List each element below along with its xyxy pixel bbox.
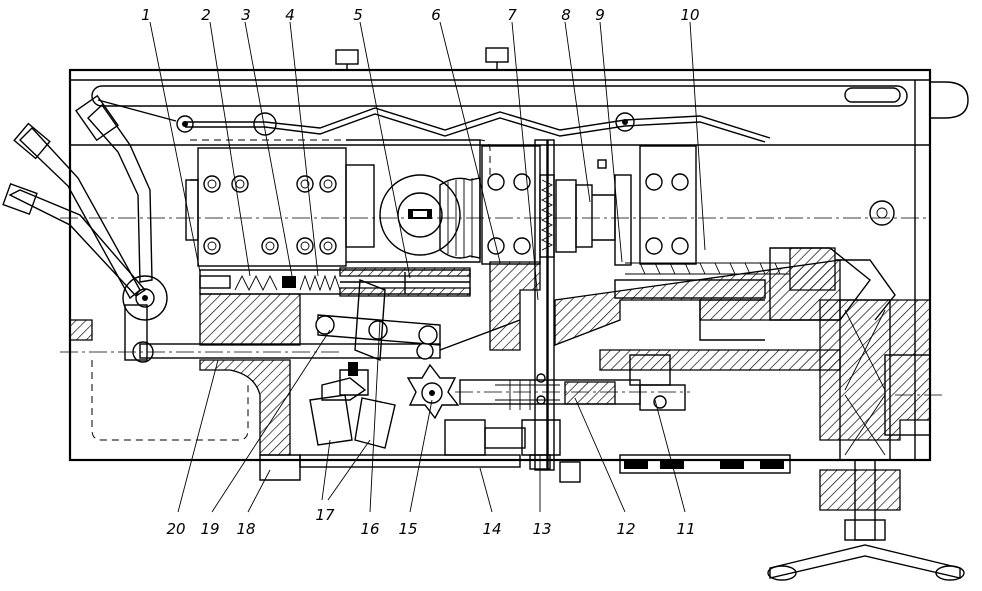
cam-pieces (309, 362, 396, 449)
star-wheel (406, 363, 460, 420)
clutch-bellows (439, 145, 697, 266)
callout-17: 17 (315, 506, 335, 524)
callout-13: 13 (532, 520, 551, 538)
leader-lines (149, 21, 706, 513)
callout-15: 15 (398, 520, 417, 538)
bottom-parts (259, 419, 581, 483)
callout-12: 12 (616, 520, 635, 538)
control-levers (2, 94, 441, 363)
callout-2: 2 (201, 6, 211, 24)
top-linkage (97, 99, 771, 143)
callout-1: 1 (141, 6, 151, 24)
callout-18: 18 (236, 520, 255, 538)
callout-9: 9 (595, 6, 605, 24)
callout-8: 8 (561, 6, 571, 24)
callout-4: 4 (285, 6, 295, 24)
callout-19: 19 (200, 520, 219, 538)
right-spindle-assembly (614, 247, 965, 581)
coil-springs (495, 262, 790, 410)
callout-3: 3 (241, 6, 251, 24)
callout-11: 11 (676, 520, 695, 538)
callout-5: 5 (353, 6, 363, 24)
left-gear-block (185, 147, 375, 267)
callout-6: 6 (431, 6, 441, 24)
bearing-strip (619, 454, 791, 474)
callout-7: 7 (507, 6, 517, 24)
spring-rod (199, 269, 471, 295)
callout-14: 14 (482, 520, 501, 538)
cam-housing (346, 139, 481, 263)
callout-16: 16 (360, 520, 379, 538)
callout-numbers: 1 2 3 4 5 6 7 8 9 10 11 12 13 14 15 16 1… (141, 6, 699, 538)
callout-10: 10 (680, 6, 699, 24)
lower-shaft (455, 354, 690, 411)
hatched-sections (69, 247, 931, 511)
callout-20: 20 (166, 520, 185, 538)
linkage-arms (315, 278, 521, 362)
housing-frame (60, 47, 969, 462)
